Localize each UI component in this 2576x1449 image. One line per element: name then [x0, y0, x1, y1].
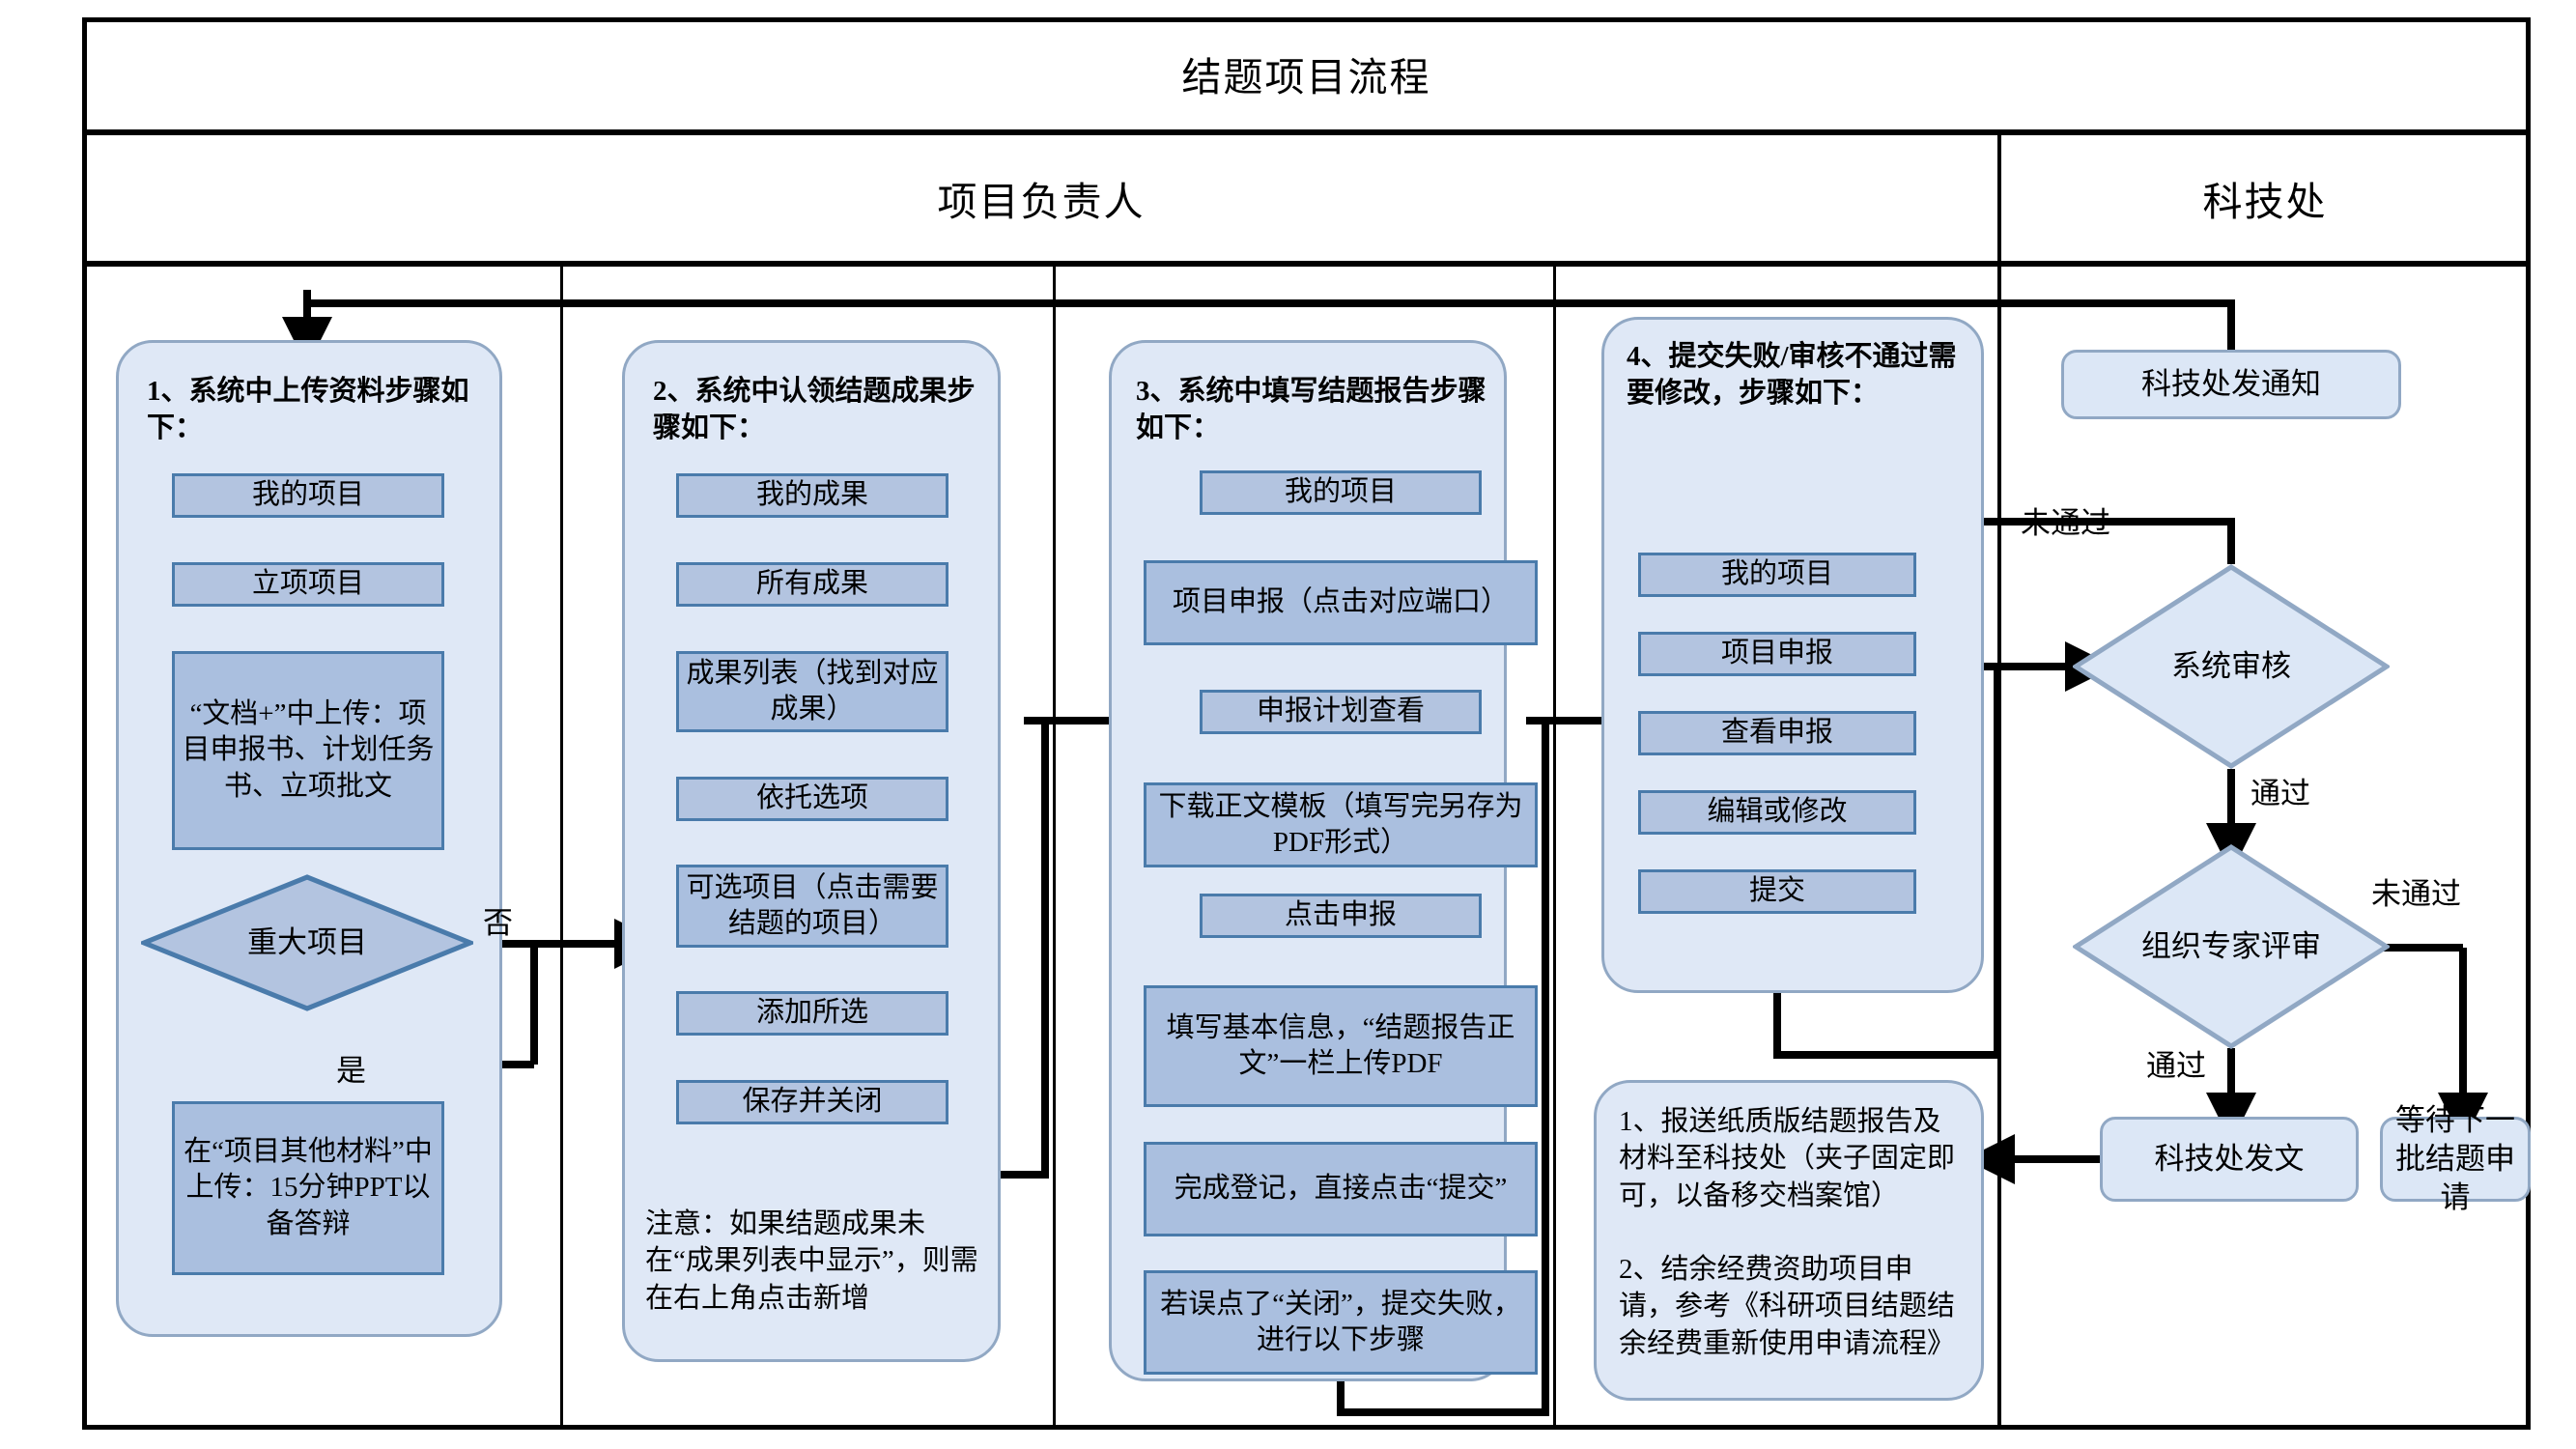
g2-step-7[interactable]: 保存并关闭: [676, 1080, 948, 1124]
g4-step-3[interactable]: 查看申报: [1638, 711, 1916, 755]
label-system-pass: 通过: [2250, 777, 2310, 810]
lane-divider-main: [1997, 135, 2001, 1430]
column-divider-2: [1053, 267, 1056, 1430]
group-2-note: 注意：如果结题成果未在“成果列表中显示”，则需在右上角点击新增: [645, 1208, 978, 1314]
group-2-heading: 2、系统中认领结题成果步骤如下：: [653, 376, 976, 444]
g3-step-3[interactable]: 申报计划查看: [1200, 690, 1482, 734]
g1-decision-label: 重大项目: [247, 924, 367, 959]
g3-step-7[interactable]: 完成登记，直接点击“提交”: [1144, 1142, 1538, 1236]
g2-step-5[interactable]: 可选项目（点击需要结题的项目）: [676, 865, 948, 948]
g1-decision-major-project[interactable]: 重大项目: [141, 874, 473, 1011]
group-panel-5: [1594, 1080, 1984, 1401]
label-expert-fail: 未通过: [2371, 877, 2461, 911]
title-row-divider: [82, 129, 2531, 135]
g2-step-1[interactable]: 我的成果: [676, 473, 948, 518]
g3-step-6[interactable]: 填写基本信息，“结题报告正文”一栏上传PDF: [1144, 985, 1538, 1107]
lane-header-divider: [82, 261, 2531, 267]
lane-title-owner: 项目负责人: [937, 180, 1146, 224]
g3-step-1[interactable]: 我的项目: [1200, 470, 1482, 515]
g1-branch-no-label: 否: [483, 906, 513, 940]
g2-step-2[interactable]: 所有成果: [676, 562, 948, 607]
wait-next-batch-box[interactable]: 等待下一批结题申请: [2380, 1103, 2531, 1214]
g3-step-4[interactable]: 下载正文模板（填写完另存为PDF形式）: [1144, 782, 1538, 867]
g4-step-2[interactable]: 项目申报: [1638, 632, 1916, 676]
g4-step-4[interactable]: 编辑或修改: [1638, 790, 1916, 835]
decision-system-review[interactable]: 系统审核: [2073, 564, 2390, 769]
office-notice-box[interactable]: 科技处发通知: [2061, 350, 2401, 419]
g2-step-3[interactable]: 成果列表（找到对应成果）: [676, 651, 948, 732]
swimlane-frame: [82, 17, 2531, 1430]
decision-expert-review-label: 组织专家评审: [2141, 928, 2321, 963]
column-divider-1: [560, 267, 563, 1430]
g1-step-1[interactable]: 我的项目: [172, 473, 444, 518]
label-expert-pass: 通过: [2146, 1049, 2206, 1083]
label-system-fail: 未通过: [2021, 506, 2110, 540]
g2-step-4[interactable]: 依托选项: [676, 777, 948, 821]
decision-system-review-label: 系统审核: [2171, 648, 2291, 683]
g1-branch-yes-label: 是: [336, 1054, 366, 1088]
g2-step-6[interactable]: 添加所选: [676, 991, 948, 1036]
g3-step-2[interactable]: 项目申报（点击对应端口）: [1144, 560, 1538, 645]
g1-step-3[interactable]: “文档+”中上传：项目申报书、计划任务书、立项批文: [172, 651, 444, 850]
g3-step-5[interactable]: 点击申报: [1200, 894, 1482, 938]
g4-step-5[interactable]: 提交: [1638, 869, 1916, 914]
g3-step-8[interactable]: 若误点了“关闭”，提交失败，进行以下步骤: [1144, 1270, 1538, 1375]
group-1-heading: 1、系统中上传资料步骤如下：: [147, 376, 469, 444]
group-3-heading: 3、系统中填写结题报告步骤如下：: [1136, 376, 1486, 444]
g1-step-2[interactable]: 立项项目: [172, 562, 444, 607]
column-divider-3: [1553, 267, 1556, 1430]
lane-title-office: 科技处: [2202, 180, 2328, 224]
page-title: 结题项目流程: [1181, 55, 1431, 99]
group-5-note: 1、报送纸质版结题报告及材料至科技处（夹子固定即可，以备移交档案馆） 2、结余经…: [1619, 1106, 1956, 1359]
office-publish-box[interactable]: 科技处发文: [2100, 1117, 2359, 1202]
decision-expert-review[interactable]: 组织专家评审: [2073, 844, 2390, 1049]
group-4-heading: 4、提交失败/审核不通过需要修改，步骤如下：: [1627, 341, 1957, 410]
g4-step-1[interactable]: 我的项目: [1638, 553, 1916, 597]
g1-step-yes[interactable]: 在“项目其他材料”中上传：15分钟PPT以备答辩: [172, 1101, 444, 1275]
